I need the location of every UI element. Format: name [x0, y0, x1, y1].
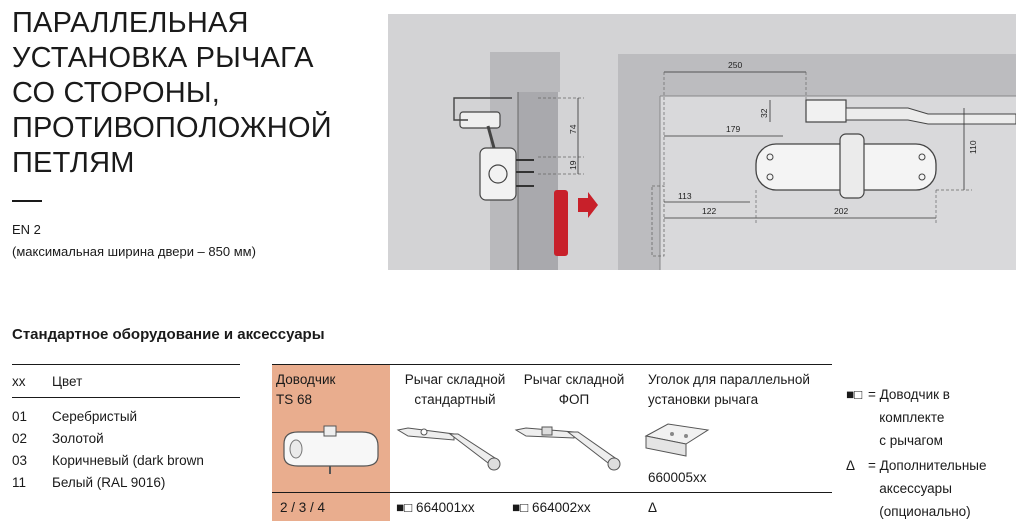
- legend-text: = Дополнительные аксессуары (опционально…: [868, 458, 987, 519]
- title-line: ПРОТИВОПОЛОЖНОЙ: [12, 112, 332, 144]
- table-row: 11 Белый (RAL 9016): [12, 472, 240, 494]
- fop-arm-code: ■□ 664002xx: [512, 500, 591, 515]
- bracket-symbol: Δ: [648, 500, 658, 515]
- hinge-outline: [651, 185, 665, 257]
- table-row: 03 Коричневый (dark brown: [12, 450, 240, 472]
- column-header-bracket: Уголок для параллельной установки рычага: [648, 372, 810, 407]
- section-heading: Стандартное оборудование и аксессуары: [12, 326, 325, 343]
- legend-item-included: ■□ = Доводчик в комплекте с рычагом: [846, 383, 1021, 452]
- dim-250: 250: [728, 60, 742, 70]
- table-rule: [272, 492, 832, 493]
- color-name: Коричневый (dark brown: [52, 453, 204, 468]
- color-name: Серебристый: [52, 409, 138, 424]
- legend-item-optional: Δ = Дополнительные аксессуары (опциональ…: [846, 454, 1021, 521]
- wall-frame: [618, 54, 1016, 270]
- dim-74: 74: [568, 124, 578, 134]
- color-code: 02: [12, 431, 28, 446]
- installation-drawing: 74 19 250 179 32 110 113 122 202: [388, 14, 1016, 270]
- column-header-standard-arm: Рычаг складной стандартный: [404, 372, 506, 407]
- title-line: УСТАНОВКА РЫЧАГА: [12, 42, 314, 74]
- bracket-code: 660005xx: [648, 470, 707, 485]
- standard-note: (максимальная ширина двери – 850 мм): [12, 244, 256, 259]
- table-rule: [12, 364, 240, 365]
- folding-arm: [845, 107, 1016, 125]
- dim-32: 32: [759, 108, 769, 118]
- page-title: ПАРАЛЛЕЛЬНАЯ УСТАНОВКА РЫЧАГА СО СТОРОНЫ…: [12, 6, 382, 181]
- optional-symbol: Δ: [846, 458, 856, 473]
- column-header-closer: Доводчик TS 68: [276, 372, 336, 407]
- column-header-color: Цвет: [52, 374, 83, 389]
- red-door-stop: [554, 190, 568, 256]
- legend: ■□ = Доводчик в комплекте с рычагом Δ = …: [846, 383, 1021, 521]
- dim-122: 122: [702, 206, 716, 216]
- dim-202: 202: [834, 206, 848, 216]
- dim-110: 110: [968, 140, 978, 154]
- closer-image: [283, 425, 379, 474]
- column-header-code: xx: [12, 374, 26, 389]
- title-line: ПАРАЛЛЕЛЬНАЯ: [12, 7, 249, 39]
- door-leaf: [518, 92, 558, 270]
- arm-bracket: [805, 99, 847, 123]
- title-line: СО СТОРОНЫ,: [12, 77, 221, 109]
- color-name: Белый (RAL 9016): [52, 475, 166, 490]
- table-rule: [12, 397, 240, 398]
- column-header-fop-arm: Рычаг складной ФОП: [523, 372, 625, 407]
- table-header-row: xx Цвет: [12, 371, 240, 393]
- direction-arrow: [578, 192, 598, 218]
- dim-179: 179: [726, 124, 740, 134]
- title-divider: [12, 200, 42, 202]
- bracket-image: [644, 423, 710, 457]
- color-code: 03: [12, 453, 28, 468]
- legend-text: = Доводчик в комплекте с рычагом: [868, 387, 950, 448]
- color-code: 01: [12, 409, 28, 424]
- color-table: xx Цвет 01 Серебристый 02 Золотой 03 Кор…: [12, 364, 240, 494]
- color-code: 11: [12, 475, 27, 490]
- closer-side-view: [479, 147, 517, 201]
- dim-19: 19: [568, 160, 578, 170]
- frame-top: [490, 52, 560, 92]
- accessories-table: Доводчик TS 68 Рычаг складной стандартны…: [272, 364, 832, 521]
- closer-sizes: 2 / 3 / 4: [280, 500, 326, 515]
- standard-arm-code: ■□ 664001xx: [396, 500, 475, 515]
- color-name: Золотой: [52, 431, 104, 446]
- fop-arm-image: [514, 426, 621, 471]
- standard-arm-image: [396, 427, 501, 471]
- standard-label: EN 2: [12, 222, 41, 237]
- title-line: ПЕТЛЯМ: [12, 147, 135, 179]
- dim-113: 113: [678, 191, 692, 201]
- table-rule: [272, 364, 832, 365]
- included-symbol: ■□: [846, 387, 863, 402]
- table-row: 01 Серебристый: [12, 406, 240, 428]
- table-row: 02 Золотой: [12, 428, 240, 450]
